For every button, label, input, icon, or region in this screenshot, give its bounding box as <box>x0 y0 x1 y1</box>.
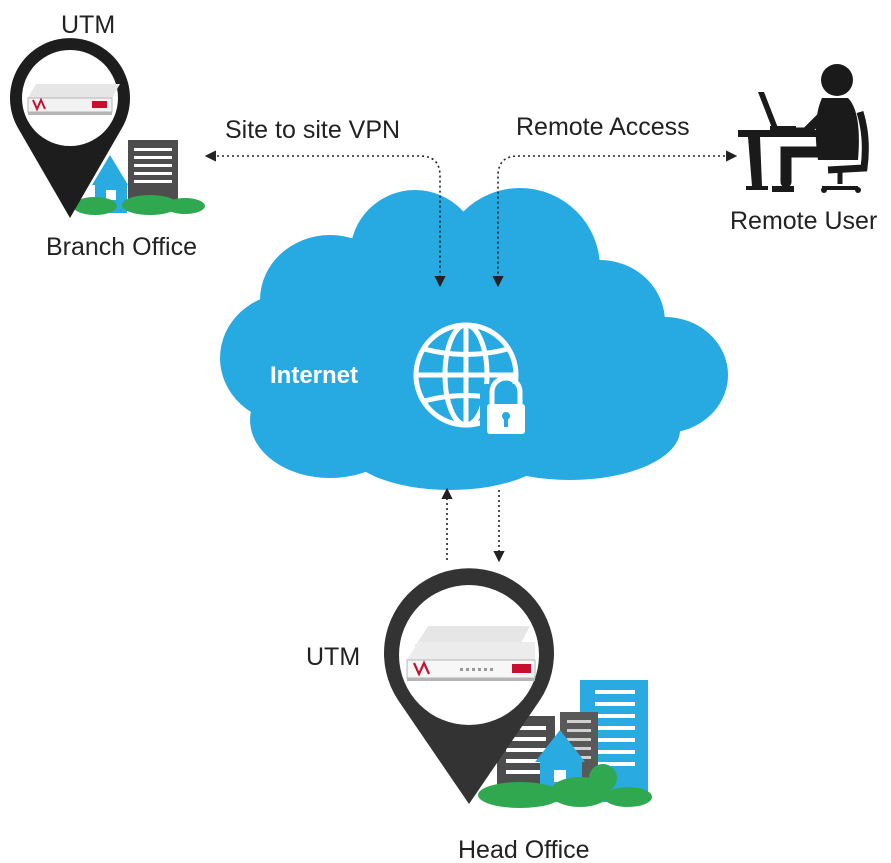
head-utm-label: UTM <box>306 643 361 671</box>
branch-office-label: Branch Office <box>46 233 198 261</box>
head-office-link <box>441 487 505 563</box>
remote-user-label: Remote User <box>730 207 878 235</box>
site-to-site-vpn-link <box>204 150 446 288</box>
utm-appliance-icon <box>27 84 120 115</box>
internet-label: Internet <box>270 362 359 389</box>
branch-utm-label: UTM <box>61 11 116 39</box>
site-to-site-vpn-label: Site to site VPN <box>225 116 401 144</box>
branch-office-buildings <box>73 140 205 215</box>
padlock-icon <box>480 375 532 440</box>
person-at-laptop-icon <box>738 64 869 193</box>
remote-access-label: Remote Access <box>516 113 690 141</box>
utm-appliance-icon <box>406 626 536 681</box>
cloud-icon <box>220 188 728 490</box>
head-office-buildings <box>478 680 652 808</box>
head-office-label: Head Office <box>458 836 590 863</box>
